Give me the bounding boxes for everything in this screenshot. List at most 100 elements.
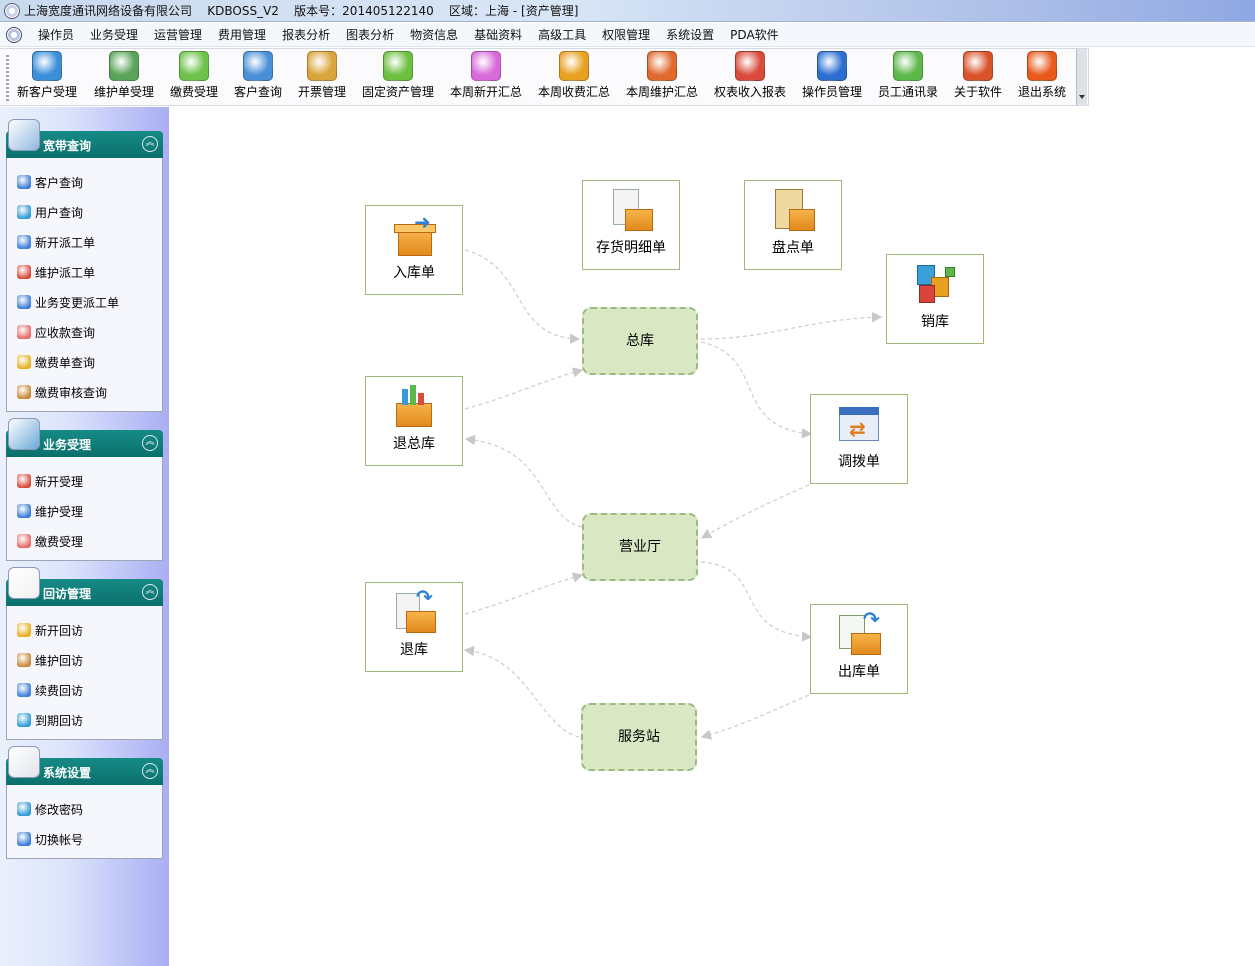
sidebar-item[interactable]: 维护派工单 [7,257,162,287]
node-return[interactable]: ↷ 退库 [365,582,463,672]
toolbar-button-5[interactable]: 开票管理 [298,51,346,100]
toolbar-button-14[interactable]: 退出系统 [1018,51,1066,100]
sidebar-item[interactable]: 新开回访 [7,615,162,645]
sidebar-item[interactable]: 缴费受理 [7,526,162,556]
toolbar-button-13[interactable]: 关于软件 [954,51,1002,100]
pie-chart-icon [647,51,677,81]
sidebar-panel-header[interactable]: 系统设置︽ [6,746,163,785]
menu-pda[interactable]: PDA软件 [730,28,779,42]
colored-blocks-icon [911,261,959,307]
hub-main-warehouse[interactable]: 总库 [582,307,698,375]
sidebar-item-icon [17,325,31,339]
menu-operations[interactable]: 运营管理 [154,28,203,42]
toolbar-button-1[interactable]: 新客户受理 [17,51,77,100]
sidebar-panel-header[interactable]: 业务受理︽ [6,418,163,457]
sidebar-item[interactable]: 业务变更派工单 [7,287,162,317]
toolbar-button-label: 本周收费汇总 [538,85,611,99]
toolbar-button-6[interactable]: 固定资产管理 [362,51,434,100]
hub-business-hall[interactable]: 营业厅 [582,513,698,581]
sidebar-item-label: 新开受理 [35,474,84,489]
node-inbound-form[interactable]: ➜ 入库单 [365,205,463,295]
toolbar-overflow-button[interactable] [1076,49,1087,106]
node-sales-out[interactable]: 销库 [886,254,984,344]
toolbar-button-3[interactable]: 缴费受理 [170,51,218,100]
sidebar-item-label: 切换帐号 [35,832,84,847]
toolbar-button-label: 本周维护汇总 [626,85,699,99]
sidebar-item[interactable]: 客户查询 [7,167,162,197]
node-inventory-detail[interactable]: 存货明细单 [582,180,680,270]
sidebar-panel-title: 回访管理 [43,587,92,601]
sidebar-item-label: 缴费审核查询 [35,385,108,400]
app-logo-icon [4,2,20,19]
hub-service-station[interactable]: 服务站 [581,703,697,771]
menu-charts[interactable]: 图表分析 [346,28,395,42]
toolbar-button-2[interactable]: 维护单受理 [94,51,154,100]
menu-basic-data[interactable]: 基础资料 [474,28,523,42]
collapse-chevron-icon[interactable]: ︽ [142,435,158,451]
menu-advanced-tools[interactable]: 高级工具 [538,28,587,42]
connector-main-to-sales [700,312,883,340]
toolbar-button-7[interactable]: 本周新开汇总 [450,51,522,100]
node-transfer[interactable]: ⇄ 调拨单 [810,394,908,484]
system-menu-icon[interactable] [6,26,22,43]
connector-main-to-transfer [700,341,813,439]
toolbar-button-label: 退出系统 [1018,85,1067,99]
sidebar-panel-header[interactable]: 宽带查询︽ [6,119,163,158]
toolbar-button-10[interactable]: 权表收入报表 [714,51,786,100]
power-icon [1027,51,1057,81]
sidebar-item[interactable]: 应收款查询 [7,317,162,347]
menu-operator[interactable]: 操作员 [38,28,75,42]
sidebar-panel-3: 回访管理 ︽ 新开回访维护回访续费回访到期回访 [6,567,163,740]
sidebar-item[interactable]: 新开派工单 [7,227,162,257]
sidebar-item[interactable]: 切换帐号 [7,824,162,854]
sidebar-item-label: 修改密码 [35,802,84,817]
toolbar-button-9[interactable]: 本周维护汇总 [626,51,698,100]
menu-permissions[interactable]: 权限管理 [602,28,651,42]
collapse-chevron-icon[interactable]: ︽ [142,136,158,152]
toolbar-button-label: 新客户受理 [17,85,78,99]
sidebar-item[interactable]: 维护受理 [7,496,162,526]
sidebar-item[interactable]: 修改密码 [7,794,162,824]
menu-reports[interactable]: 报表分析 [282,28,331,42]
menu-system-settings[interactable]: 系统设置 [666,28,715,42]
sidebar-item-label: 客户查询 [35,175,84,190]
collapse-chevron-icon[interactable]: ︽ [142,584,158,600]
toolbar-button-12[interactable]: 员工通讯录 [878,51,938,100]
node-stocktake[interactable]: 盘点单 [744,180,842,270]
node-return-main[interactable]: 退总库 [365,376,463,466]
toolbar-button-11[interactable]: 操作员管理 [802,51,862,100]
sidebar-item[interactable]: 续费回访 [7,675,162,705]
maintenance-form-icon [109,51,139,81]
sidebar-item[interactable]: 维护回访 [7,645,162,675]
toolbar-button-label: 缴费受理 [170,85,219,99]
sidebar-item[interactable]: 到期回访 [7,705,162,735]
toolbar-button-8[interactable]: 本周收费汇总 [538,51,610,100]
sidebar-item[interactable]: 缴费审核查询 [7,377,162,407]
menu-fees[interactable]: 费用管理 [218,28,267,42]
sidebar-panel-header[interactable]: 回访管理 ︽ [6,567,163,606]
node-outbound[interactable]: ↷ 出库单 [810,604,908,694]
toolbar-button-4[interactable]: 客户查询 [234,51,282,100]
menu-materials[interactable]: 物资信息 [410,28,459,42]
toolbar-grip[interactable] [6,55,9,101]
connector-transfer-to-hall [700,484,810,539]
sidebar-item-icon [17,295,31,309]
sidebar-item-icon [17,832,31,846]
sidebar-panel-body: 修改密码切换帐号 [6,785,163,859]
sidebar-item[interactable]: 新开受理 [7,466,162,496]
sidebar-item[interactable]: 用户查询 [7,197,162,227]
sidebar-panel-1: 宽带查询︽ 客户查询用户查询新开派工单维护派工单业务变更派工单应收款查询缴费单查询… [6,119,163,412]
monitor-icon [817,51,847,81]
sidebar-item-label: 新开回访 [35,623,84,638]
toolbar-button-label: 固定资产管理 [362,85,435,99]
sidebar-item-label: 用户查询 [35,205,84,220]
collapse-chevron-icon[interactable]: ︽ [142,763,158,779]
document-box-icon [607,187,655,233]
toolbar-button-label: 客户查询 [234,85,283,99]
menu-business[interactable]: 业务受理 [90,28,139,42]
document-box-return-icon: ↷ [390,585,438,635]
sidebar-item-icon [17,713,31,727]
sidebar-panel-body: 新开受理维护受理缴费受理 [6,457,163,561]
sidebar-item[interactable]: 缴费单查询 [7,347,162,377]
sidebar-item-icon [17,802,31,816]
